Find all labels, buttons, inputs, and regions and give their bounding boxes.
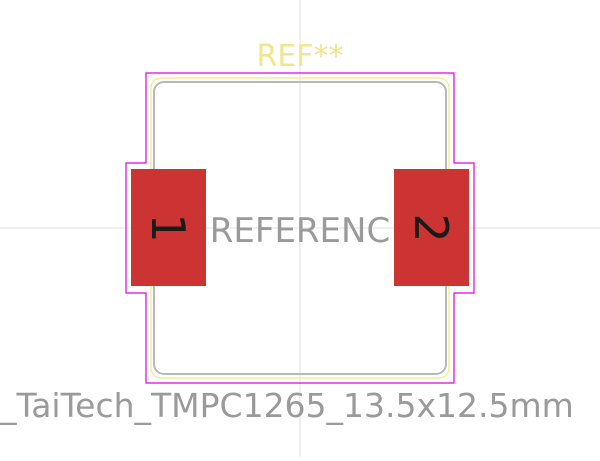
footprint-name-text: _TaiTech_TMPC1265_13.5x12.5mm (0, 386, 574, 425)
pad-2-number: 2 (404, 213, 458, 242)
pad-2-copper[interactable] (394, 169, 469, 286)
pad-1-number: 1 (141, 213, 195, 242)
pad-1-copper[interactable] (131, 169, 206, 286)
ref-text: REF** (256, 39, 343, 74)
courtyard-outline (125, 72, 475, 384)
value-text: REFERENC (210, 211, 390, 251)
pad-1[interactable]: 1 (131, 169, 206, 286)
pad-2[interactable]: 2 (394, 169, 469, 286)
